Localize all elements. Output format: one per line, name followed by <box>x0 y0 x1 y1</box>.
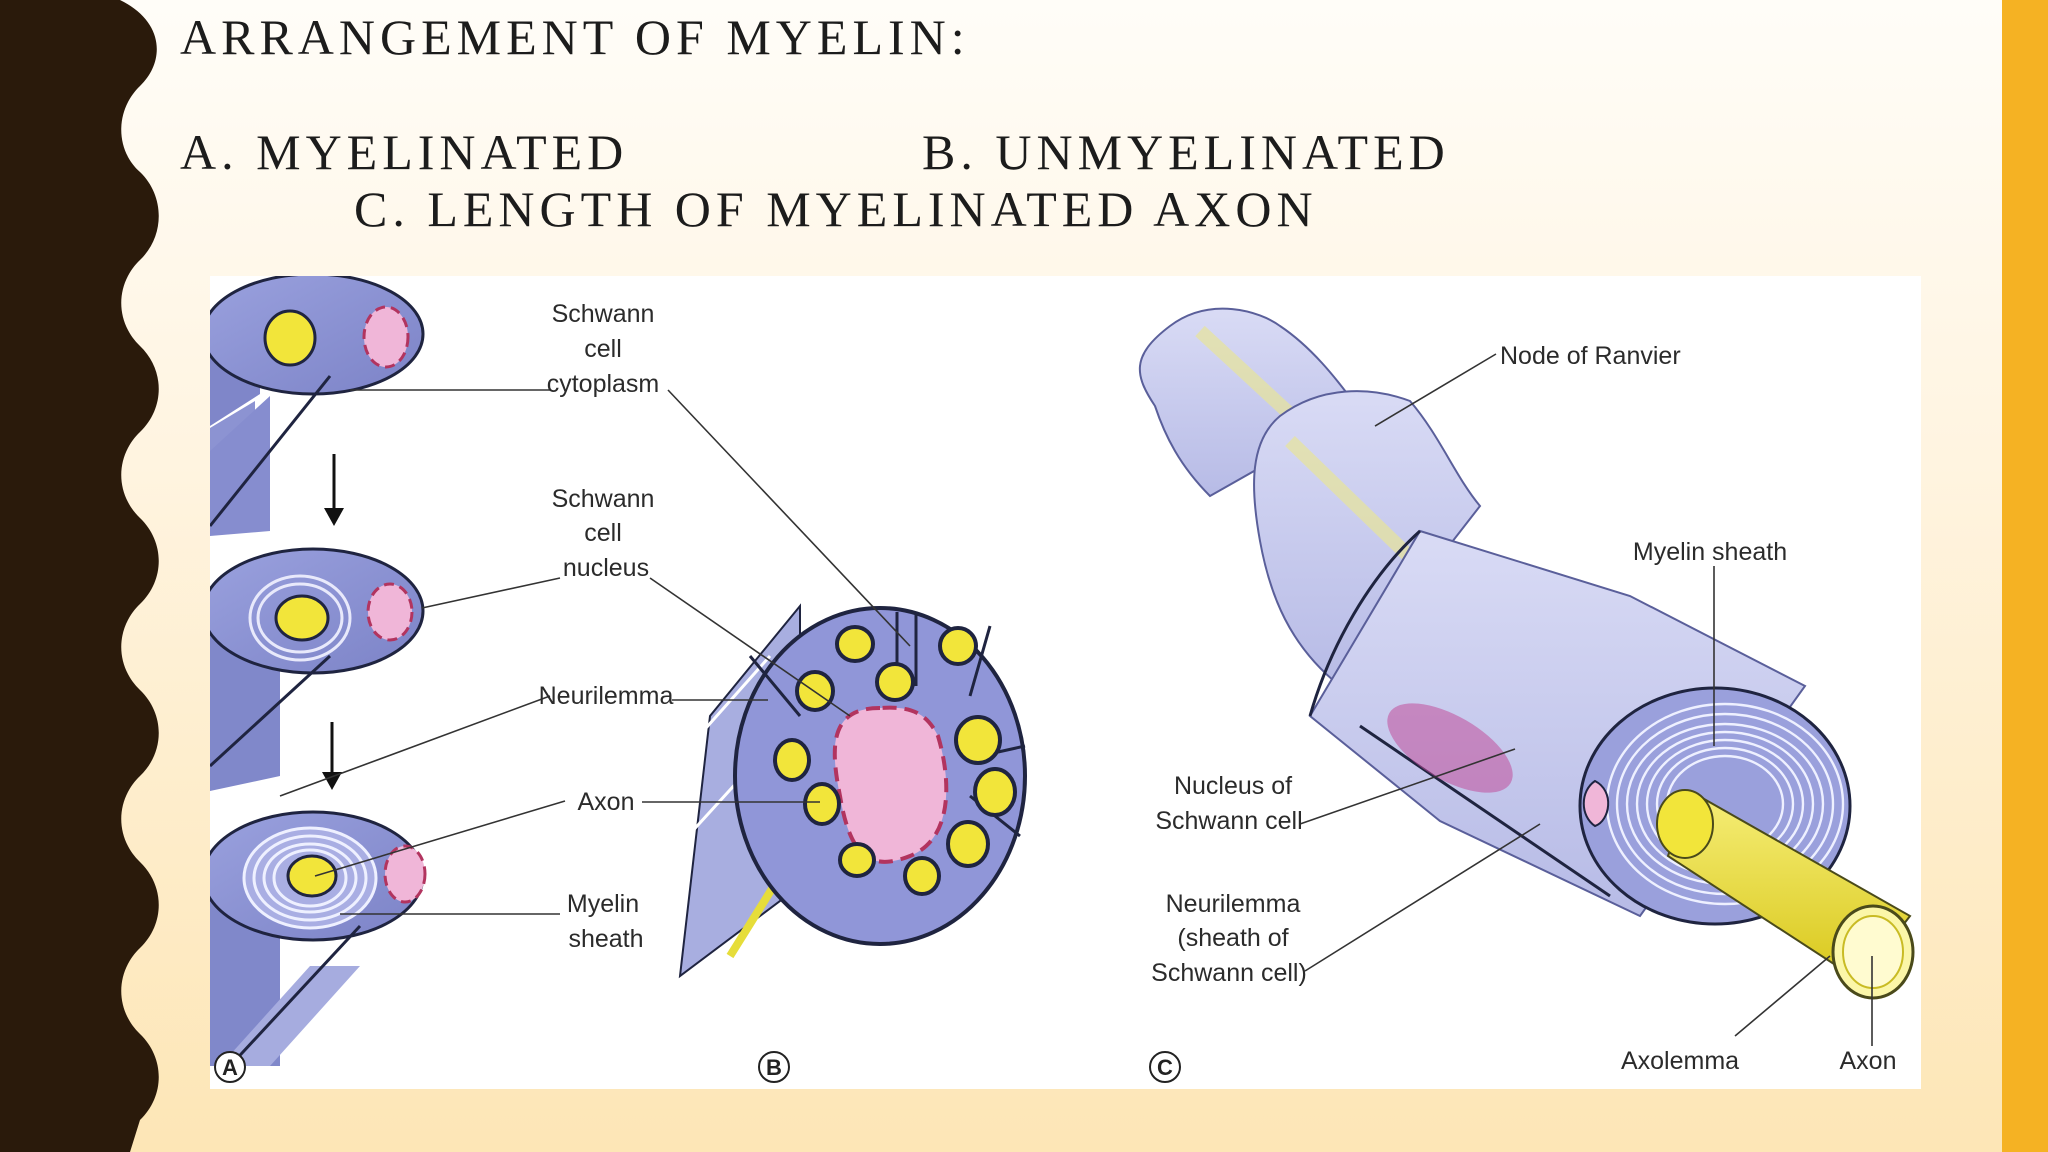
myelin-diagram: Schwann cell cytoplasm Schwann cell nucl… <box>210 276 1915 1083</box>
panel-a-stage-3 <box>210 810 427 1068</box>
svg-text:Schwann cell): Schwann cell) <box>1151 959 1307 987</box>
subtitle-unmyelinated: B. UNMYELINATED <box>922 124 1450 180</box>
labels-schwann-cytoplasm: Schwann cell cytoplasm <box>547 300 660 398</box>
panel-letter-b: B <box>758 1051 790 1083</box>
svg-text:cell: cell <box>584 335 622 363</box>
subtitle-myelinated: A. MYELINATED <box>180 124 629 180</box>
labels-schwann-nucleus: Schwann cell nucleus <box>552 485 655 582</box>
panel-c-myelinated-axon <box>1138 307 1915 1046</box>
arrowhead-1-icon <box>324 508 344 526</box>
accent-stripe <box>2002 0 2048 1152</box>
label-node-of-ranvier: Node of Ranvier <box>1500 342 1681 370</box>
slide-title: ARRANGEMENT OF MYELIN: <box>180 9 970 65</box>
svg-text:sheath: sheath <box>568 925 643 953</box>
arrowhead-2-icon <box>322 772 342 790</box>
label-neurilemma: Neurilemma <box>539 682 674 710</box>
panel-letter-c: C <box>1149 1051 1181 1083</box>
panel-letter-a: A <box>214 1051 246 1083</box>
svg-text:Schwann: Schwann <box>552 485 655 513</box>
panel-a-stage-2 <box>210 547 425 791</box>
labels-myelin-sheath: Myelin sheath <box>567 890 644 953</box>
label-axon-c: Axon <box>1840 1047 1897 1075</box>
svg-text:nucleus: nucleus <box>563 554 649 582</box>
panel-a-myelination <box>210 276 566 1068</box>
subtitle-length-myelinated-axon: C. LENGTH OF MYELINATED AXON <box>354 181 1318 237</box>
svg-text:Nucleus of: Nucleus of <box>1174 772 1292 800</box>
svg-text:B: B <box>766 1055 782 1080</box>
svg-text:cell: cell <box>584 519 622 547</box>
diagram-panel: Schwann cell cytoplasm Schwann cell nucl… <box>210 276 1921 1089</box>
svg-text:C: C <box>1157 1055 1173 1080</box>
svg-text:Schwann cell: Schwann cell <box>1155 807 1302 835</box>
label-myelin-sheath-c: Myelin sheath <box>1633 538 1787 566</box>
panel-b-unmyelinated <box>642 389 1027 979</box>
svg-text:(sheath of: (sheath of <box>1177 924 1288 952</box>
panel-a-stage-1 <box>210 276 425 536</box>
svg-text:Myelin: Myelin <box>567 890 639 918</box>
label-nucleus-of-schwann-cell: Nucleus of Schwann cell <box>1155 772 1302 835</box>
label-neurilemma-c: Neurilemma (sheath of Schwann cell) <box>1151 890 1307 987</box>
svg-text:Neurilemma: Neurilemma <box>1166 890 1301 918</box>
svg-text:Schwann: Schwann <box>552 300 655 328</box>
svg-text:cytoplasm: cytoplasm <box>547 370 660 398</box>
label-axolemma: Axolemma <box>1621 1047 1739 1075</box>
label-axon: Axon <box>578 788 635 816</box>
svg-text:A: A <box>222 1055 238 1080</box>
wavy-left-border <box>0 0 159 1152</box>
